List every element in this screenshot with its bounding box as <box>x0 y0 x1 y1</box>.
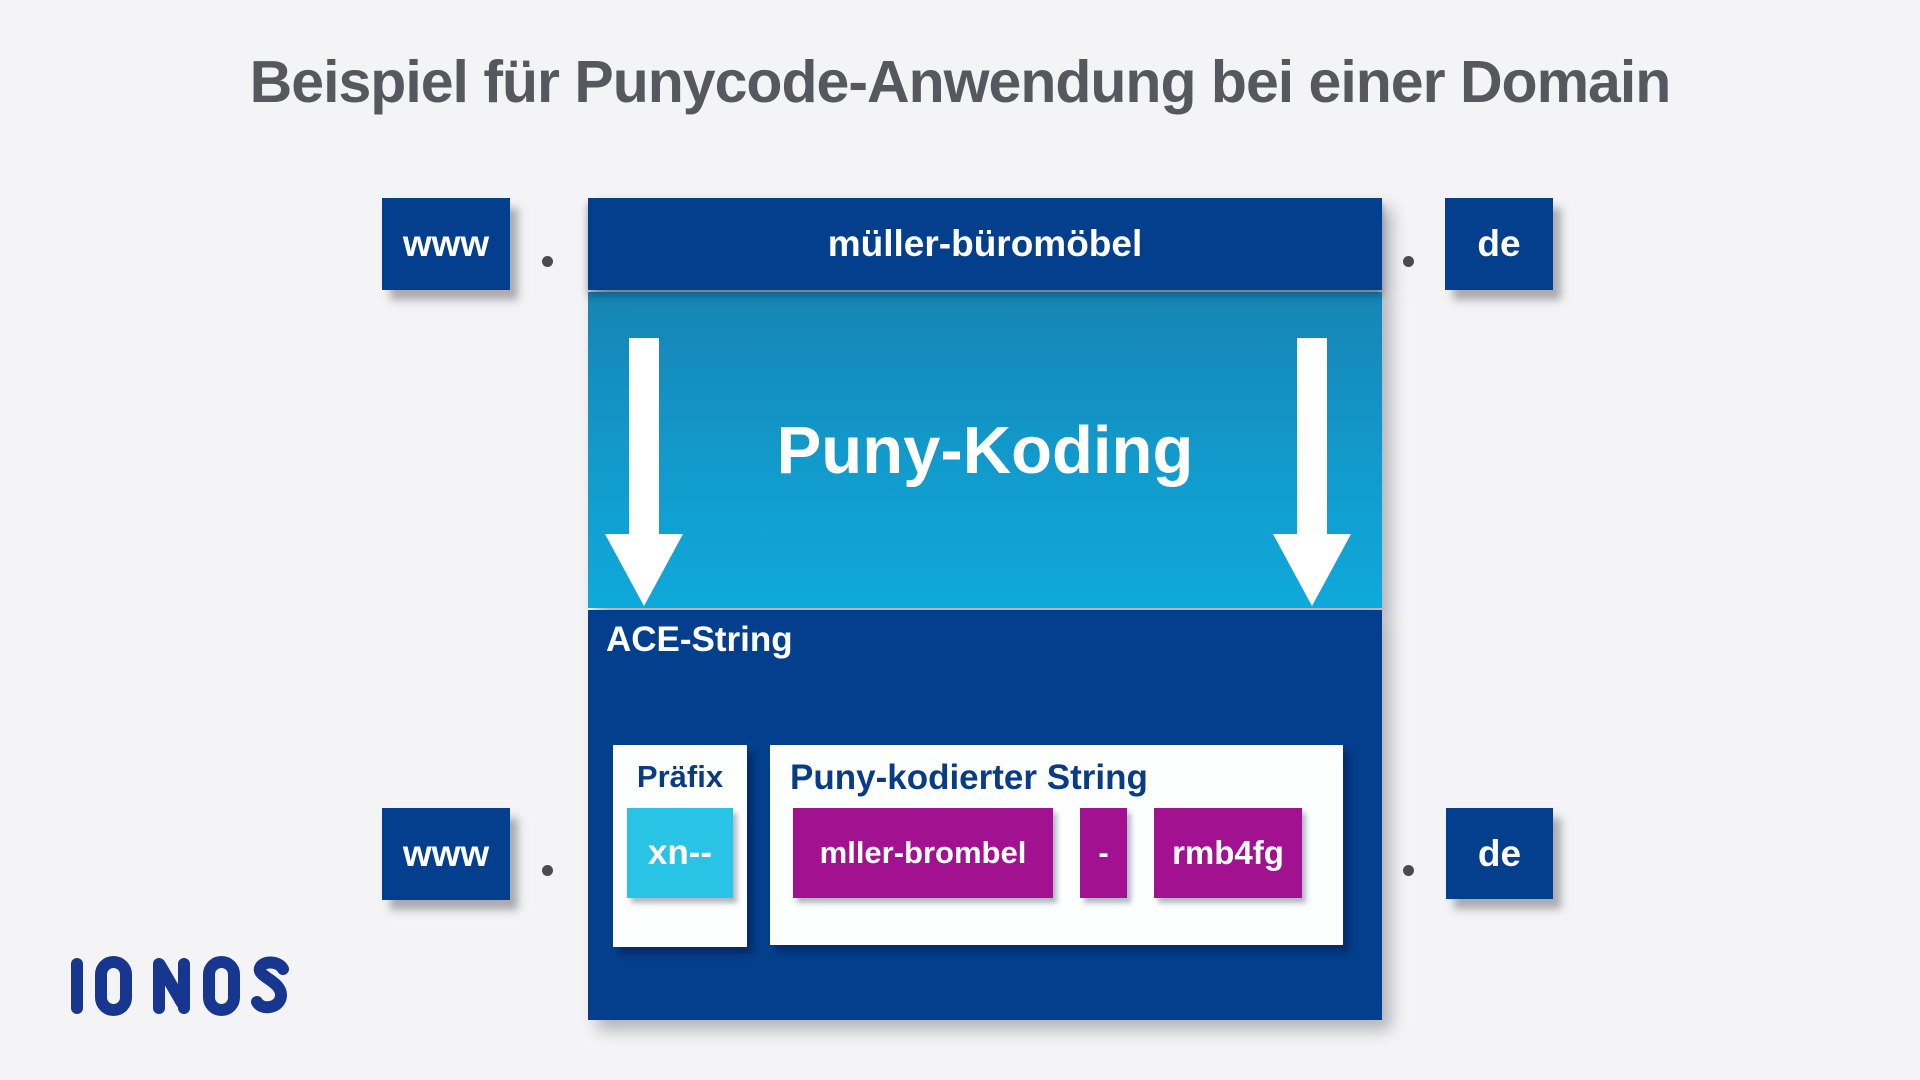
puny-coding-panel: Puny-Koding <box>588 292 1382 608</box>
subdomain-box-top: www <box>382 198 510 290</box>
domain-dot-separator <box>1403 256 1414 267</box>
down-arrow-icon <box>1273 338 1351 606</box>
encoded-part-box: rmb4fg <box>1154 808 1302 898</box>
prefix-card: Präfix xn-- <box>613 745 747 947</box>
page-title: Beispiel für Punycode-Anwendung bei eine… <box>249 49 1672 115</box>
domain-dot-separator <box>1403 865 1414 876</box>
tld-box-bottom: de <box>1446 808 1553 899</box>
ace-string-panel: ACE-String Präfix xn-- Puny-kodierter St… <box>588 610 1382 1020</box>
domain-dot-separator <box>542 865 553 876</box>
down-arrow-icon <box>605 338 683 606</box>
encoded-string-card: Puny-kodierter String mller-brombel - rm… <box>770 745 1343 945</box>
idn-domain-box: müller-büromöbel <box>588 198 1382 290</box>
conversion-stack: müller-büromöbel Puny-Koding ACE-String … <box>588 198 1382 1020</box>
process-label: Puny-Koding <box>776 412 1194 488</box>
prefix-title: Präfix <box>636 759 724 794</box>
encoded-part-box: mller-brombel <box>793 808 1053 898</box>
encoded-string-title: Puny-kodierter String <box>790 758 1148 797</box>
ionos-logo-icon <box>71 956 289 1016</box>
domain-dot-separator <box>542 256 553 267</box>
ionos-logo-text: IONOS <box>292 953 293 954</box>
encoded-part-box: - <box>1080 808 1127 898</box>
subdomain-box-bottom: www <box>382 808 510 900</box>
ace-string-label: ACE-String <box>606 620 793 659</box>
prefix-value-box: xn-- <box>627 808 733 898</box>
tld-box-top: de <box>1445 198 1553 290</box>
ionos-logo: IONOS <box>70 953 292 1019</box>
